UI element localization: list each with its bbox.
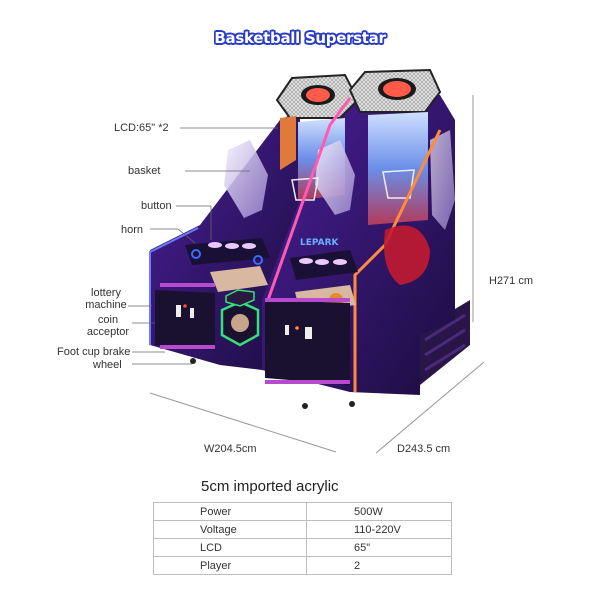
dimension-height: H271 cm (489, 275, 534, 287)
callout-horn: horn (121, 224, 144, 236)
width-dimension-line (149, 392, 337, 453)
spec-row-power: Power 500W (153, 502, 452, 521)
spec-key: Player (153, 556, 307, 575)
callout-lottery-line2: machine (85, 299, 127, 311)
spec-value: 65" (306, 538, 452, 557)
callout-basket: basket (128, 165, 161, 177)
spec-value: 110-220V (306, 520, 452, 539)
callout-lcd: LCD:65" *2 (114, 122, 169, 134)
callout-foot-cup-brake: Foot cup brake (57, 346, 131, 358)
spec-value: 500W (306, 502, 452, 521)
callout-coin-line1: coin (97, 314, 119, 326)
callout-lottery-machine: lottery machine (84, 287, 128, 311)
dimension-depth: D243.5 cm (397, 443, 451, 455)
spec-row-lcd: LCD 65" (153, 538, 452, 557)
spec-key: LCD (153, 538, 307, 557)
spec-row-player: Player 2 (153, 556, 452, 575)
callout-coin-line2: acceptor (86, 326, 130, 338)
product-title: Basketball Superstar (214, 29, 386, 47)
callout-lottery-line1: lottery (91, 287, 121, 299)
spec-key: Power (153, 502, 307, 521)
spec-row-voltage: Voltage 110-220V (153, 520, 452, 539)
depth-dimension-line (375, 361, 485, 454)
spec-key: Voltage (153, 520, 307, 539)
spec-value: 2 (306, 556, 452, 575)
spec-table: Power 500W Voltage 110-220V LCD 65" Play… (153, 502, 452, 575)
brand-mark: LEPARK (300, 238, 340, 248)
callout-wheel: wheel (93, 359, 122, 371)
dimension-width: W204.5cm (204, 443, 257, 455)
callout-button: button (141, 200, 172, 212)
callout-coin-acceptor: coin acceptor (86, 314, 130, 338)
feature-note: 5cm imported acrylic (201, 478, 339, 495)
